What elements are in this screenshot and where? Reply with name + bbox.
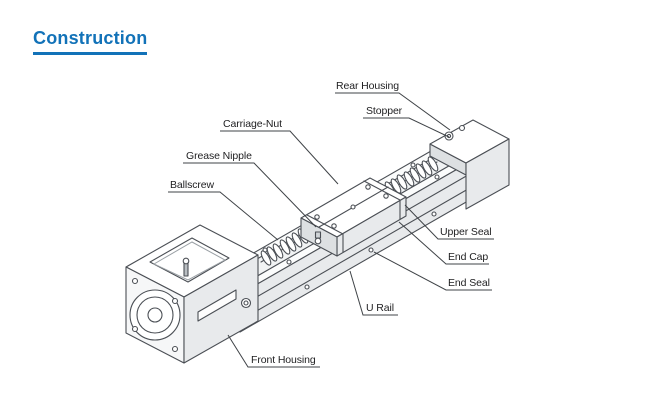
label-front-housing: Front Housing — [251, 354, 316, 366]
page-title: Construction — [33, 28, 148, 55]
front-housing-side-face — [183, 254, 259, 364]
end-cap-edge-front — [306, 214, 344, 235]
label-stopper: Stopper — [366, 105, 403, 117]
leader-end-seal — [373, 251, 492, 291]
leader-ballscrew — [168, 191, 279, 241]
front-housing-block — [125, 224, 259, 364]
rail-mount-holes — [262, 162, 440, 290]
label-grease-nipple: Grease Nipple — [186, 150, 252, 162]
label-carriage-nut: Carriage-Nut — [223, 118, 282, 130]
front-housing-window-inner — [152, 241, 227, 281]
leader-u-rail — [349, 270, 398, 316]
leader-front-housing — [227, 334, 320, 368]
leader-lines — [168, 92, 494, 368]
leader-upper-seal — [404, 204, 494, 240]
leader-end-cap — [398, 221, 489, 265]
label-rear-housing: Rear Housing — [336, 80, 399, 92]
grease-nipple-fitting — [314, 231, 322, 245]
stopper-bolt — [444, 124, 466, 141]
carriage-nut-pin — [182, 257, 190, 277]
front-housing-bolt-holes — [131, 277, 179, 353]
carriage-bolt-holes — [314, 184, 389, 229]
label-u-rail: U Rail — [366, 302, 394, 314]
leader-stopper — [363, 117, 450, 138]
label-end-cap: End Cap — [448, 251, 489, 263]
front-housing-side-slot — [197, 289, 237, 322]
front-housing-side-port — [240, 297, 252, 309]
leader-carriage-nut — [220, 130, 339, 185]
label-ballscrew: Ballscrew — [170, 179, 215, 191]
leader-rear-housing — [335, 92, 451, 131]
rail-side-groove — [240, 169, 502, 321]
label-upper-seal: Upper Seal — [440, 226, 492, 238]
bearing-bore — [129, 289, 181, 341]
leader-grease-nipple — [183, 162, 317, 228]
label-end-seal: End Seal — [448, 277, 490, 289]
rear-housing-side-face — [465, 138, 510, 210]
carriage-block — [300, 177, 407, 257]
rear-housing-block — [429, 119, 510, 210]
